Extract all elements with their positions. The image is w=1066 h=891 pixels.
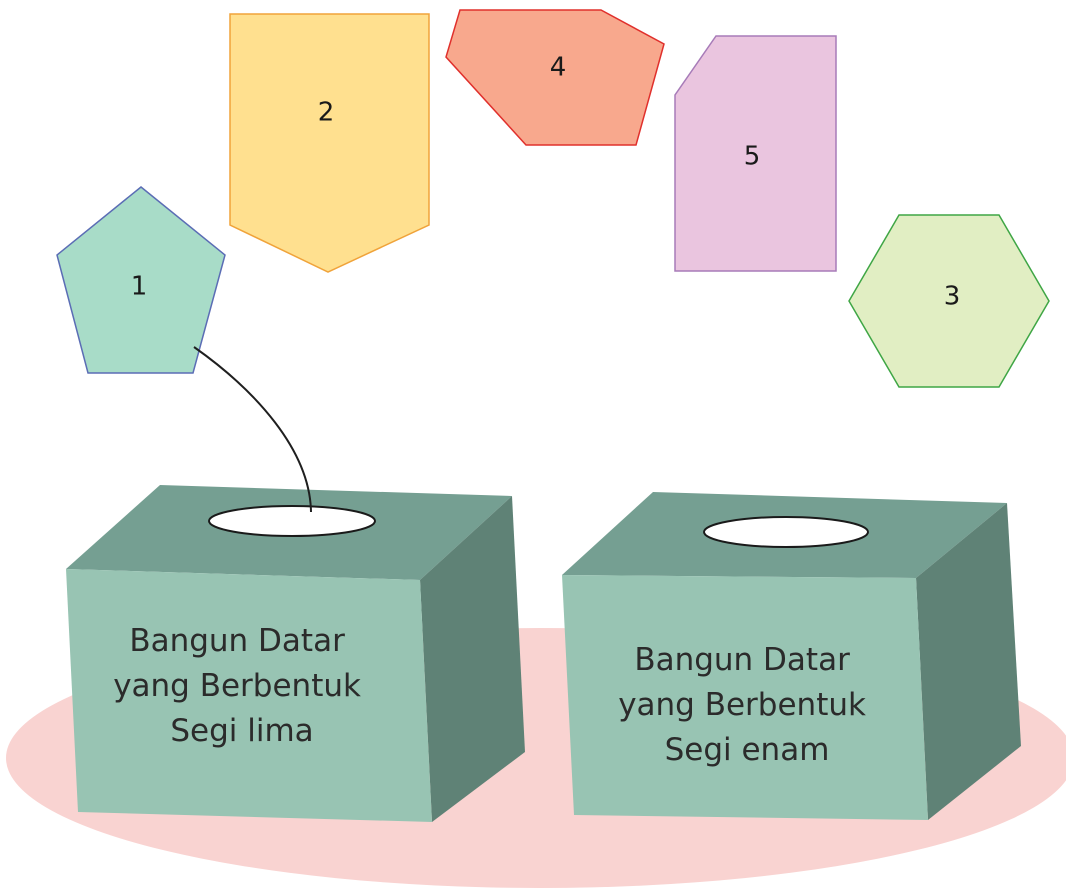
box-segi-lima[interactable]: Bangun Datar yang Berbentuk Segi lima: [66, 485, 525, 822]
shape-5-cut-rectangle[interactable]: 5: [674, 35, 837, 272]
shape-number: 3: [944, 282, 961, 312]
box-side: [420, 496, 525, 822]
tag-pentagon-shape[interactable]: [229, 13, 430, 273]
connector-line: [193, 346, 312, 513]
box-label-line-3: Segi enam: [665, 732, 830, 768]
shape-number: 5: [744, 142, 761, 172]
box-side: [916, 503, 1021, 820]
shape-number: 2: [318, 98, 335, 128]
box-label-line-3: Segi lima: [170, 713, 313, 749]
box-label-line-2: yang Berbentuk: [618, 687, 866, 723]
box-front: [66, 569, 432, 822]
shape-2-tag-pentagon[interactable]: 2: [229, 13, 430, 273]
box-slot[interactable]: [703, 516, 869, 548]
shape-4-irregular-hexagon[interactable]: 4: [445, 9, 665, 146]
box-segi-enam[interactable]: Bangun Datar yang Berbentuk Segi enam: [562, 492, 1021, 820]
cut-rectangle-shape[interactable]: [674, 35, 837, 272]
shape-1-pentagon[interactable]: 1: [56, 186, 226, 374]
box-slot[interactable]: [208, 505, 376, 537]
box-label: Bangun Datar yang Berbentuk Segi enam: [618, 642, 876, 768]
box-label-line-1: Bangun Datar: [634, 642, 850, 678]
box-label: Bangun Datar yang Berbentuk Segi lima: [113, 623, 371, 749]
hexagon-shape[interactable]: [848, 214, 1050, 388]
shape-3-hexagon[interactable]: 3: [848, 214, 1050, 388]
box-label-line-1: Bangun Datar: [129, 623, 345, 659]
irregular-hexagon-shape[interactable]: [445, 9, 665, 146]
shape-number: 4: [550, 53, 567, 83]
box-label-line-2: yang Berbentuk: [113, 668, 361, 704]
box-front: [562, 575, 928, 820]
pentagon-shape[interactable]: [56, 186, 226, 374]
shape-number: 1: [131, 272, 148, 302]
